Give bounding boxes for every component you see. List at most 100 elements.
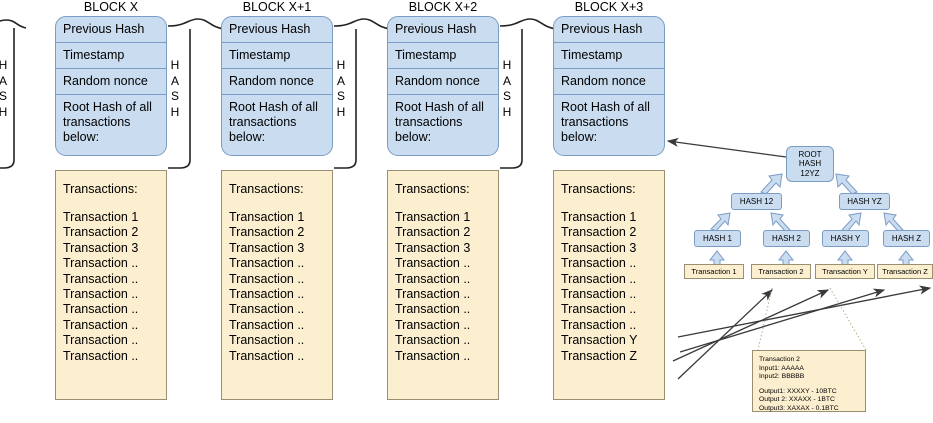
field-timestamp[interactable]: Timestamp bbox=[554, 43, 664, 69]
list-item[interactable]: Transaction .. bbox=[395, 333, 471, 348]
merkle-leaf-transaction-z[interactable]: Transaction Z bbox=[877, 264, 933, 279]
list-item[interactable]: Transaction .. bbox=[395, 317, 471, 332]
field-previous-hash[interactable]: Previous Hash bbox=[388, 17, 498, 43]
hash-letter: S bbox=[336, 89, 345, 103]
list-item[interactable]: Transaction 3 bbox=[561, 240, 637, 255]
callout-line-left bbox=[757, 287, 773, 351]
hash-label-1: H A S H bbox=[168, 58, 182, 120]
list-item[interactable]: Transaction .. bbox=[63, 256, 139, 271]
block-x-plus-3[interactable]: BLOCK X+3 Previous Hash Timestamp Random… bbox=[553, 0, 665, 423]
field-random-nonce[interactable]: Random nonce bbox=[222, 69, 332, 95]
root-hash-pointer bbox=[666, 137, 787, 158]
field-timestamp[interactable]: Timestamp bbox=[388, 43, 498, 69]
field-random-nonce[interactable]: Random nonce bbox=[56, 69, 166, 95]
merkle-node-hash-12[interactable]: HASH 12 bbox=[731, 193, 782, 210]
list-item[interactable]: Transaction .. bbox=[395, 256, 471, 271]
hash-letter: S bbox=[502, 89, 511, 103]
field-timestamp[interactable]: Timestamp bbox=[56, 43, 166, 69]
field-previous-hash[interactable]: Previous Hash bbox=[554, 17, 664, 43]
list-item[interactable]: Transaction 3 bbox=[395, 240, 471, 255]
list-item[interactable]: Transaction 1 bbox=[229, 210, 305, 224]
list-item[interactable]: Transaction 2 bbox=[395, 225, 471, 240]
detail-output-2: Output 2: XXAXX - 1BTC bbox=[759, 396, 835, 404]
detail-input-2: Input2: BBBBB bbox=[759, 373, 805, 381]
list-item[interactable]: Transaction .. bbox=[229, 256, 305, 271]
list-item[interactable]: Transaction 2 bbox=[561, 225, 637, 240]
field-previous-hash[interactable]: Previous Hash bbox=[222, 17, 332, 43]
hash-letter: A bbox=[170, 73, 179, 88]
list-item[interactable]: Transaction Y bbox=[561, 333, 638, 348]
hash-letter: H bbox=[170, 104, 180, 119]
merkle-node-hash-1[interactable]: HASH 1 bbox=[694, 230, 741, 247]
hash-letter: S bbox=[170, 89, 179, 103]
field-previous-hash[interactable]: Previous Hash bbox=[56, 17, 166, 43]
block-x-plus-2[interactable]: BLOCK X+2 Previous Hash Timestamp Random… bbox=[387, 0, 499, 423]
list-item[interactable]: Transaction .. bbox=[229, 302, 305, 317]
hash-letter: A bbox=[0, 73, 7, 88]
transactions-box: Transactions: Transaction 1 Transaction … bbox=[553, 170, 665, 400]
block-title: BLOCK X+2 bbox=[408, 0, 478, 14]
list-item[interactable]: Transaction Z bbox=[561, 348, 637, 363]
list-item[interactable]: Transaction .. bbox=[395, 302, 471, 317]
list-item[interactable]: Transaction 2 bbox=[63, 225, 139, 240]
block-header: Previous Hash Timestamp Random nonce Roo… bbox=[55, 16, 167, 156]
list-item[interactable]: Transaction .. bbox=[63, 317, 139, 332]
field-timestamp[interactable]: Timestamp bbox=[222, 43, 332, 69]
list-item[interactable]: Transaction .. bbox=[561, 256, 637, 271]
transactions-heading: Transactions: bbox=[395, 182, 470, 196]
detail-output-3: Output3: XAXAX - 0.1BTC bbox=[759, 404, 839, 412]
detail-output-1: Output1: XXXXY - 10BTC bbox=[759, 387, 837, 395]
block-x[interactable]: BLOCK X Previous Hash Timestamp Random n… bbox=[55, 0, 167, 423]
field-root-hash[interactable]: Root Hash of all transactions below: bbox=[395, 100, 484, 144]
list-item[interactable]: Transaction 1 bbox=[395, 210, 471, 224]
list-item[interactable]: Transaction .. bbox=[229, 287, 305, 302]
field-random-nonce[interactable]: Random nonce bbox=[554, 69, 664, 95]
list-item[interactable]: Transaction .. bbox=[63, 271, 139, 286]
list-item[interactable]: Transaction 1 bbox=[63, 210, 139, 224]
list-item[interactable]: Transaction .. bbox=[561, 287, 637, 302]
list-item[interactable]: Transaction 2 bbox=[229, 225, 305, 240]
list-item[interactable]: Transaction .. bbox=[63, 302, 139, 317]
list-item[interactable]: Transaction 3 bbox=[63, 240, 139, 255]
merkle-leaf-transaction-y[interactable]: Transaction Y bbox=[815, 264, 875, 279]
hash-letter: H bbox=[0, 104, 8, 119]
list-item[interactable]: Transaction .. bbox=[561, 271, 637, 286]
merkle-node-hash-2[interactable]: HASH 2 bbox=[763, 230, 810, 247]
field-random-nonce[interactable]: Random nonce bbox=[388, 69, 498, 95]
list-item[interactable]: Transaction 1 bbox=[561, 210, 637, 224]
hash-label-3: H A S H bbox=[500, 58, 514, 120]
block-header: Previous Hash Timestamp Random nonce Roo… bbox=[387, 16, 499, 156]
field-root-hash[interactable]: Root Hash of all transactions below: bbox=[561, 100, 650, 144]
list-item[interactable]: Transaction .. bbox=[561, 317, 637, 332]
transactions-box: Transactions: Transaction 1 Transaction … bbox=[387, 170, 499, 400]
list-item[interactable]: Transaction .. bbox=[229, 348, 305, 363]
list-item[interactable]: Transaction .. bbox=[229, 271, 305, 286]
transactions-heading: Transactions: bbox=[63, 182, 138, 196]
merkle-leaf-transaction-1[interactable]: Transaction 1 bbox=[684, 264, 744, 279]
list-item[interactable]: Transaction .. bbox=[229, 317, 305, 332]
list-item[interactable]: Transaction .. bbox=[229, 333, 305, 348]
merkle-root-node[interactable]: ROOT HASH 12YZ bbox=[786, 146, 834, 182]
list-item[interactable]: Transaction .. bbox=[63, 348, 139, 363]
merkle-node-hash-yz[interactable]: HASH YZ bbox=[839, 193, 890, 210]
field-root-hash[interactable]: Root Hash of all transactions below: bbox=[229, 100, 318, 144]
merkle-leaf-transaction-2[interactable]: Transaction 2 bbox=[751, 264, 811, 279]
field-root-hash[interactable]: Root Hash of all transactions below: bbox=[63, 100, 152, 144]
hash-letter: A bbox=[502, 73, 511, 88]
list-item[interactable]: Transaction .. bbox=[561, 302, 637, 317]
list-item[interactable]: Transaction .. bbox=[63, 333, 139, 348]
list-item[interactable]: Transaction .. bbox=[395, 287, 471, 302]
list-item[interactable]: Transaction .. bbox=[63, 287, 139, 302]
list-item[interactable]: Transaction 3 bbox=[229, 240, 305, 255]
merkle-node-hash-y[interactable]: HASH Y bbox=[822, 230, 869, 247]
merkle-arrow-hyz bbox=[835, 173, 858, 195]
merkle-arrow-h1 bbox=[710, 212, 731, 232]
transaction-detail-box: Transaction 2 Input1: AAAAA Input2: BBBB… bbox=[752, 350, 866, 412]
callout-line-right bbox=[829, 287, 867, 351]
merkle-node-hash-z[interactable]: HASH Z bbox=[883, 230, 930, 247]
detail-input-1: Input1: AAAAA bbox=[759, 364, 804, 372]
list-item[interactable]: Transaction .. bbox=[395, 348, 471, 363]
block-x-plus-1[interactable]: BLOCK X+1 Previous Hash Timestamp Random… bbox=[221, 0, 333, 423]
hash-letter: S bbox=[0, 89, 7, 103]
list-item[interactable]: Transaction .. bbox=[395, 271, 471, 286]
